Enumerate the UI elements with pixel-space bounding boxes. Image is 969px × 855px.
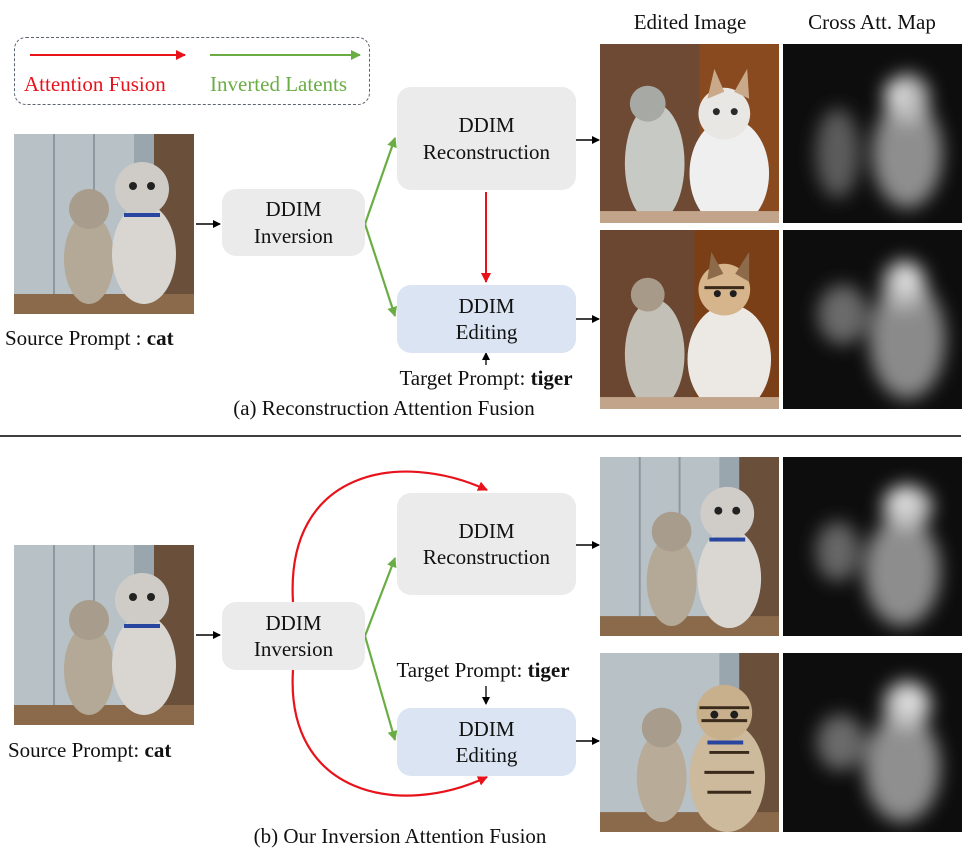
b-reconstructed-image [600,457,779,636]
b-reconstructed-attention-map [783,457,962,636]
a-caption: (a) Reconstruction Attention Fusion [233,396,535,420]
b-edited-image [600,653,779,832]
b-ddim-editing-box: DDIM Editing [397,708,576,776]
legend-attention-fusion: Attention Fusion [24,72,166,96]
header-edited-image: Edited Image [633,10,747,34]
a-source-prompt-word: cat [146,326,174,350]
a-editing-line2: Editing [455,320,518,344]
a-target-prompt: Target Prompt: tiger [399,366,572,391]
b-edited-attention-map [783,653,962,832]
b-source-prompt: Source Prompt: cat [8,738,171,763]
b-source-prompt-word: cat [144,738,172,762]
a-reconstruction-line1: DDIM [458,113,515,138]
a-ddim-editing-box: DDIM Editing [397,285,576,353]
b-green-to-editing [363,635,398,741]
a-edited-attention-map [783,230,962,409]
a-source-image [14,134,194,314]
a-source-prompt-label: Source Prompt : [5,326,147,350]
a-green-to-reconstruction [363,137,397,225]
a-inversion-line2: Inversion [253,223,334,248]
a-reconstruction-line2: Reconstruction [422,139,551,164]
legend-inverted-latents: Inverted Latents [210,72,348,96]
header-cross-att-map: Cross Att. Map [808,10,936,34]
a-reconstructed-attention-map [783,44,962,223]
b-green-to-reconstruction [363,557,397,637]
b-target-prompt-label: Target Prompt: [396,658,528,682]
b-red-bottom-curve [291,669,488,797]
a-reconstructed-image [600,44,779,223]
a-ddim-reconstruction-box: DDIM Reconstruction [397,87,576,190]
b-target-prompt-word: tiger [527,658,570,682]
a-edited-image [600,230,779,409]
b-reconstruction-line1: DDIM [458,518,515,543]
b-target-prompt: Target Prompt: tiger [396,658,569,683]
a-target-prompt-label: Target Prompt: [399,366,531,390]
b-ddim-inversion-box: DDIM Inversion [222,602,365,670]
a-inversion-line1: DDIM [265,197,322,222]
a-editing-line1: DDIM [458,293,515,318]
a-source-prompt: Source Prompt : cat [5,326,174,351]
b-editing-line2: Editing [455,743,518,767]
a-green-to-editing [363,223,397,317]
b-red-top-curve [291,470,488,603]
b-reconstruction-line2: Reconstruction [422,545,551,569]
b-source-image [14,545,194,725]
b-inversion-line1: DDIM [265,610,322,635]
b-ddim-reconstruction-box: DDIM Reconstruction [397,493,576,595]
b-editing-line1: DDIM [458,716,515,741]
a-target-prompt-word: tiger [530,366,573,390]
legend [14,37,370,105]
b-caption: (b) Our Inversion Attention Fusion [253,824,547,848]
a-ddim-inversion-box: DDIM Inversion [222,189,365,256]
b-source-prompt-label: Source Prompt: [8,738,145,762]
b-inversion-line2: Inversion [253,637,334,661]
